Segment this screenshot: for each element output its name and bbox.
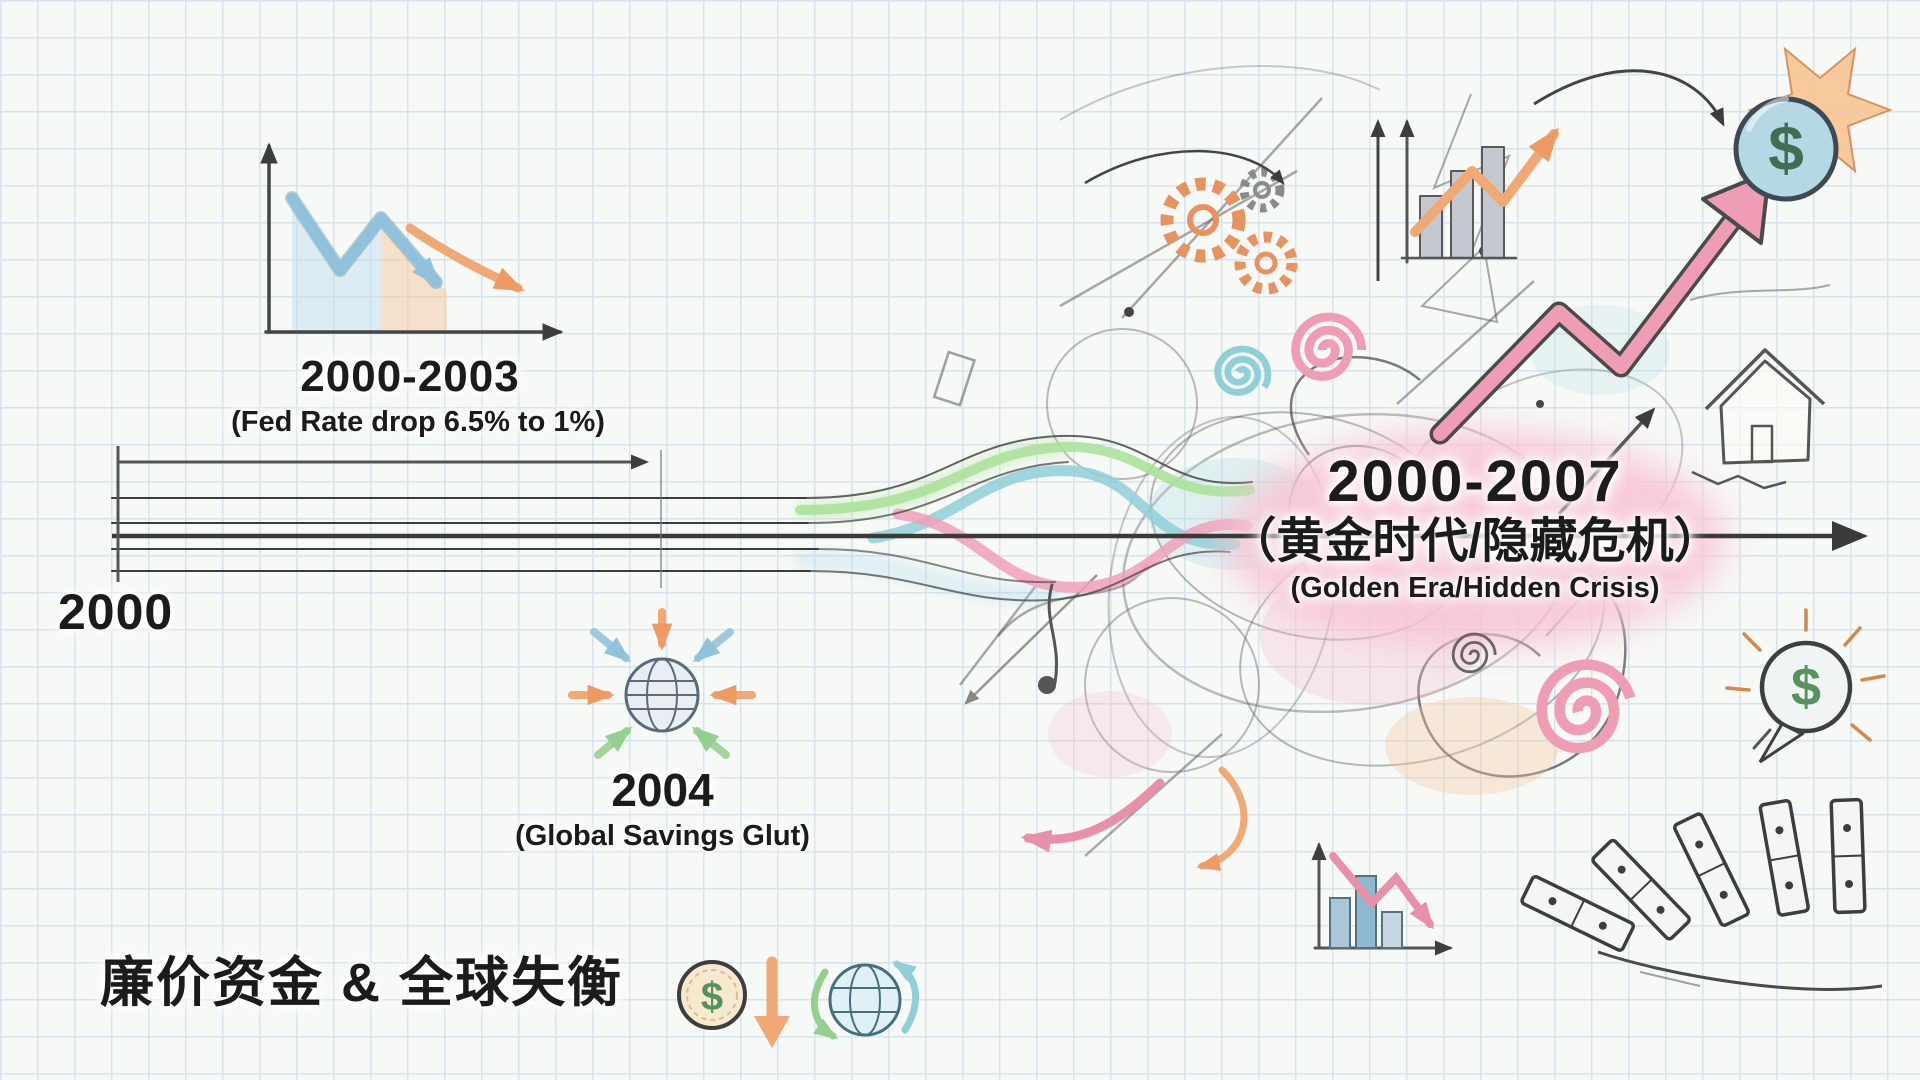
savings-glut-caption: (Global Savings Glut) — [515, 820, 810, 852]
gears-icon — [1160, 167, 1298, 295]
savings-glut-year-label: 2004 — [611, 764, 714, 816]
dollar-glyph: $ — [1791, 657, 1821, 717]
dollar-speech-bubble-icon: $ — [1725, 608, 1886, 764]
timeline-start-year-label: 2000 — [58, 584, 174, 640]
curved-arrow-icon — [1533, 69, 1725, 127]
fed-period-caption: (Fed Rate drop 6.5% to 1%) — [231, 406, 605, 438]
chaos-small-arrows — [1020, 583, 1248, 871]
down-arrow-icon — [754, 956, 790, 1048]
dollar-glyph: $ — [1768, 112, 1804, 184]
curved-arrow-icon — [1084, 149, 1285, 185]
dollar-burst-icon: $ — [1733, 46, 1893, 202]
era-highlight-core — [1295, 455, 1655, 605]
era-subtitle-en: (Golden Era/Hidden Crisis) — [1290, 571, 1660, 604]
era-title-zh: （黄金时代/隐藏危机） — [1228, 514, 1722, 568]
dollar-glyph: $ — [701, 975, 723, 1019]
rising-arrow-icon — [1557, 407, 1656, 516]
era-label-block: 2000-2007 （黄金时代/隐藏危机） (Golden Era/Hidden… — [1120, 449, 1830, 604]
house-icon — [1691, 348, 1826, 490]
era-years-title: 2000-2007 — [1327, 449, 1623, 514]
growth-bars-icon — [1399, 119, 1560, 264]
footer-theme-label: 廉价资金 & 全球失衡 — [100, 953, 624, 1013]
declining-bars-icon — [1311, 842, 1453, 956]
dollar-coin-icon: $ — [677, 960, 747, 1030]
global-savings-globe-icon — [568, 608, 756, 759]
falling-dominoes-icon — [1520, 797, 1883, 991]
boom-arrow-icon — [1429, 170, 1771, 445]
globe-exchange-icon — [810, 960, 920, 1040]
declining-rate-chart-icon — [260, 142, 564, 341]
fed-period-years-label: 2000-2003 — [300, 352, 520, 401]
fed-period-span-bracket — [116, 446, 662, 588]
